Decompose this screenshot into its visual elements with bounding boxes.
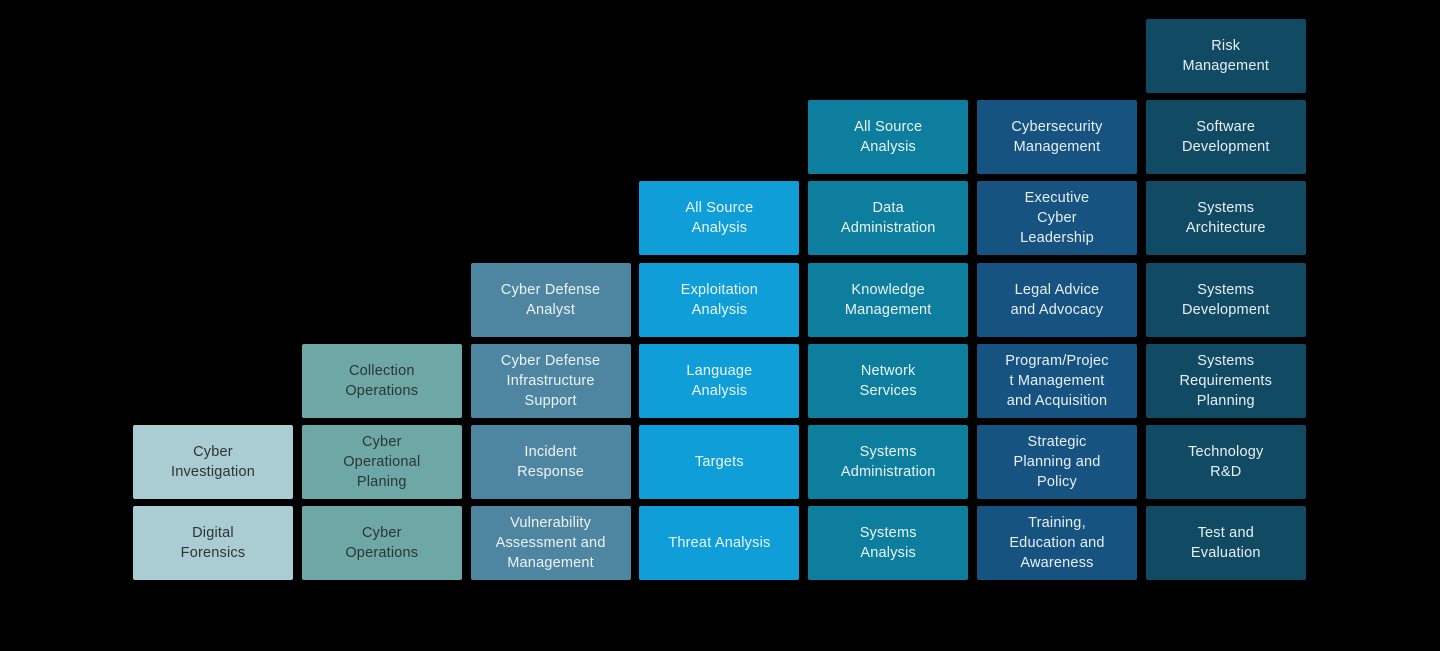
role-box: Digital Forensics: [133, 506, 293, 581]
role-box-label: Systems Requirements Planning: [1179, 352, 1273, 409]
role-box-label: Cyber Defense Infrastructure Support: [500, 352, 601, 409]
role-box: Technology R&D: [1145, 424, 1306, 499]
role-box: Systems Analysis: [808, 506, 969, 581]
role-box-label: Cyber Defense Analyst: [500, 281, 601, 318]
role-box: All Source Analysis: [808, 100, 969, 175]
role-box-label: Cybersecurity Management: [1011, 119, 1103, 156]
role-box-label: Cyber Investigation: [170, 443, 255, 480]
role-box-label: Technology R&D: [1188, 443, 1264, 480]
role-box-label: Digital Forensics: [180, 525, 246, 562]
role-box-label: Knowledge Management: [844, 281, 932, 318]
role-box: Exploitation Analysis: [639, 262, 800, 337]
role-box-label: All Source Analysis: [854, 119, 923, 156]
role-box-label: Systems Analysis: [859, 525, 917, 562]
role-box-label: Software Development: [1181, 119, 1270, 156]
role-box: Cyber Defense Analyst: [470, 262, 631, 337]
role-box: Systems Administration: [808, 424, 969, 499]
role-box-label: Incident Response: [517, 443, 585, 480]
role-box: Training, Education and Awareness: [976, 506, 1137, 581]
role-box: Vulnerability Assessment and Management: [470, 506, 631, 581]
role-box-label: Threat Analysis: [668, 535, 771, 552]
role-box: Network Services: [808, 343, 969, 418]
role-box: Legal Advice and Advocacy: [976, 262, 1137, 337]
role-box: Risk Management: [1145, 19, 1306, 93]
role-box: Executive Cyber Leadership: [976, 181, 1137, 256]
role-box: Cyber Operations: [301, 506, 462, 581]
role-box: Targets: [639, 424, 800, 499]
role-box: Systems Requirements Planning: [1145, 343, 1306, 418]
role-box-label: Test and Evaluation: [1190, 525, 1261, 562]
role-box-label: Systems Architecture: [1185, 200, 1266, 237]
role-box-label: Cyber Operational Planing: [343, 433, 421, 490]
role-box: Knowledge Management: [808, 262, 969, 337]
role-box-label: Legal Advice and Advocacy: [1010, 281, 1104, 318]
role-box-label: Systems Administration: [840, 443, 936, 480]
role-box-label: Targets: [694, 453, 744, 470]
role-box: Cyber Investigation: [133, 424, 293, 499]
role-box-label: Strategic Planning and Policy: [1013, 433, 1101, 490]
role-box-label: All Source Analysis: [685, 200, 754, 237]
role-box-label: Program/Projec t Management and Acquisit…: [1005, 352, 1109, 409]
role-box: Software Development: [1145, 100, 1306, 175]
role-box: Language Analysis: [639, 343, 800, 418]
role-box-label: Language Analysis: [686, 362, 753, 399]
role-box-label: Exploitation Analysis: [680, 281, 759, 318]
role-box: Cyber Defense Infrastructure Support: [470, 343, 631, 418]
role-box: Collection Operations: [301, 343, 462, 418]
role-box: Cybersecurity Management: [976, 100, 1137, 175]
role-box-label: Training, Education and Awareness: [1009, 515, 1105, 572]
role-box: Incident Response: [470, 424, 631, 499]
role-box: Threat Analysis: [639, 506, 800, 581]
role-box: Cyber Operational Planing: [301, 424, 462, 499]
role-box-label: Executive Cyber Leadership: [1020, 190, 1094, 247]
role-box-label: Cyber Operations: [345, 525, 419, 562]
role-box: Program/Projec t Management and Acquisit…: [976, 343, 1137, 418]
role-box: Strategic Planning and Policy: [976, 424, 1137, 499]
role-box: Systems Architecture: [1145, 181, 1306, 256]
role-box-label: Collection Operations: [345, 362, 419, 399]
role-box-label: Data Administration: [840, 200, 936, 237]
role-box: All Source Analysis: [639, 181, 800, 256]
role-box: Data Administration: [808, 181, 969, 256]
role-box: Systems Development: [1145, 262, 1306, 337]
role-box-label: Network Services: [859, 362, 917, 399]
role-box-label: Vulnerability Assessment and Management: [495, 515, 606, 572]
role-box-label: Risk Management: [1182, 38, 1270, 74]
role-box-label: Systems Development: [1181, 281, 1270, 318]
role-box: Test and Evaluation: [1145, 506, 1306, 581]
